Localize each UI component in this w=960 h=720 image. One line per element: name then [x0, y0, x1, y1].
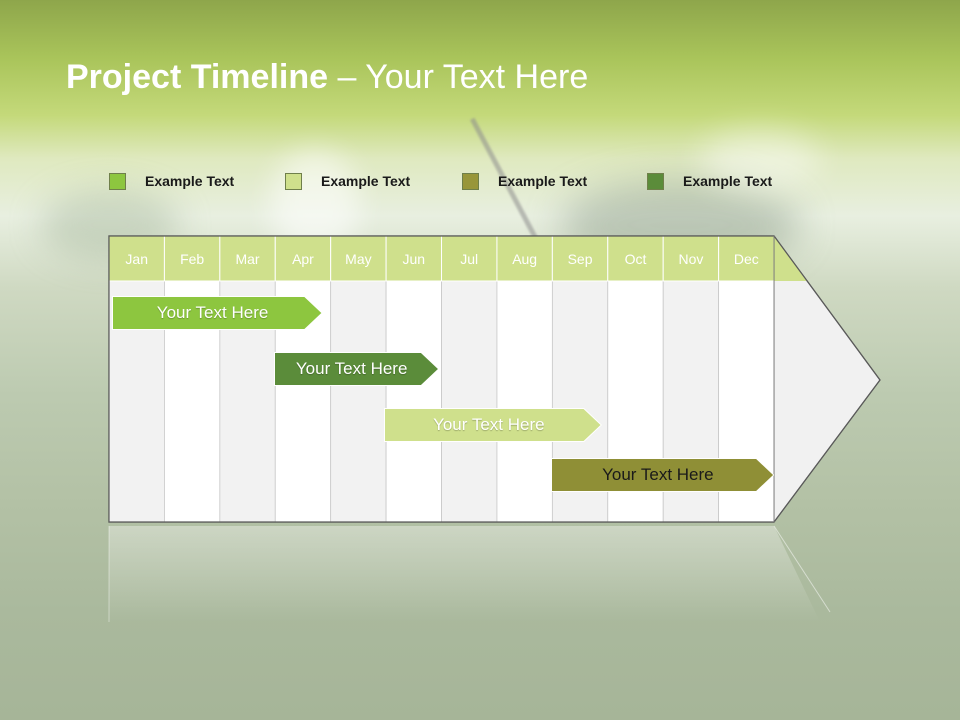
task-bar-arrow [273, 352, 439, 386]
task-bar-shape [273, 352, 439, 386]
page-title: Project Timeline – Your Text Here [66, 58, 588, 97]
task-bar-arrow [111, 296, 323, 330]
title-bold: Project Timeline [66, 58, 329, 96]
legend-label: Example Text [321, 173, 411, 189]
month-header [441, 235, 498, 282]
month-column [330, 280, 387, 523]
month-label: May [345, 251, 371, 267]
legend-item: Example Text [647, 170, 772, 192]
month-column [385, 280, 442, 523]
legend-item: Example Text [109, 170, 234, 192]
month-header [330, 235, 387, 282]
month-label: Aug [512, 251, 537, 267]
month-label: Oct [625, 251, 647, 267]
legend-swatch [285, 172, 302, 190]
task-bar-shape [384, 408, 603, 442]
legend-item: Example Text [285, 170, 410, 192]
month-label: Jan [125, 251, 148, 267]
task-bar-label: Your Text Here [602, 465, 714, 484]
task-bar: Your Text Here [550, 458, 775, 492]
legend-item: Example Text [462, 170, 587, 192]
task-bar-label: Your Text Here [295, 359, 408, 378]
month-label: Dec [734, 251, 759, 267]
task-bar-arrow [384, 408, 603, 442]
legend-swatch [462, 172, 479, 190]
legend-label: Example Text [498, 173, 588, 189]
task-bar-shape [550, 458, 775, 492]
task-bar-arrow [550, 458, 775, 492]
month-label: Jul [460, 251, 478, 267]
background-blur-shape [700, 130, 820, 190]
month-label: Mar [235, 251, 259, 267]
month-label: Sep [568, 251, 593, 267]
chart-reflection [109, 526, 820, 622]
timeline-arrow-outline [108, 235, 881, 523]
task-bar: Your Text Here [384, 408, 603, 442]
month-label: Jun [403, 251, 426, 267]
month-header [163, 235, 221, 282]
legend-label: Example Text [683, 173, 773, 189]
month-header [718, 235, 775, 282]
month-column [496, 280, 553, 523]
reflection-edge [773, 525, 831, 613]
month-header [662, 235, 720, 282]
legend-swatch [647, 172, 664, 190]
month-header [219, 235, 276, 282]
month-label: Apr [292, 251, 314, 267]
task-bar: Your Text Here [273, 352, 439, 386]
task-bar: Your Text Here [111, 296, 323, 330]
month-header [274, 235, 332, 282]
task-bar-label: Your Text Here [433, 415, 545, 434]
task-bar-label: Your Text Here [156, 303, 269, 322]
month-header [385, 235, 443, 282]
task-bar-shape [111, 296, 323, 330]
title-rest: – Your Text Here [328, 58, 589, 96]
month-header [607, 235, 664, 282]
legend-label: Example Text [145, 173, 235, 189]
month-label: Feb [180, 251, 204, 267]
month-column [441, 280, 498, 523]
legend-swatch [109, 172, 126, 190]
month-label: Nov [678, 251, 703, 267]
